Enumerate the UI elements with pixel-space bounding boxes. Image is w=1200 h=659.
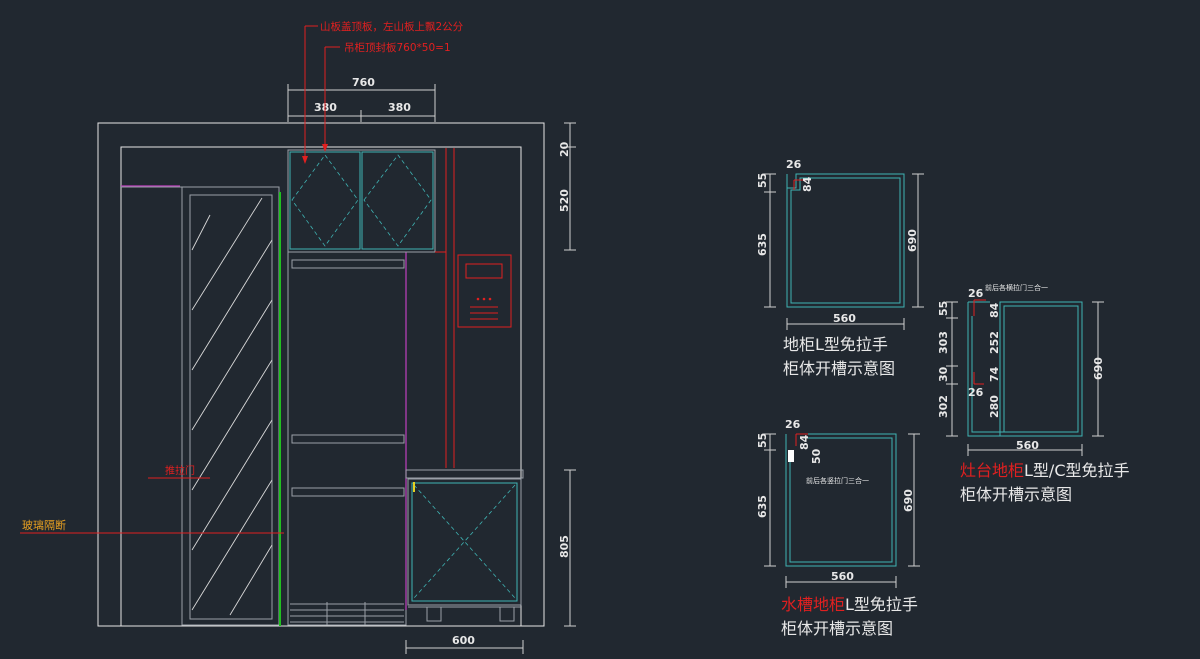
elevation-dimensions [287, 84, 576, 654]
fig3-dim-635: 635 [756, 495, 769, 518]
column-lines [435, 148, 455, 468]
fig2-dim-280: 280 [988, 395, 1001, 418]
fig2-dim-252: 252 [988, 331, 1001, 354]
fig2-caption-red: 灶台地柜 [960, 461, 1024, 480]
tall-cabinet [287, 251, 407, 626]
fig3-sink-base: 26 55 84 50 635 690 前后各竖拉门三合一 560 水槽地柜L型… [756, 418, 920, 638]
fig3-dim-84: 84 [798, 434, 811, 450]
fig2-stove-base: 前后各横拉门三合一 26 55 84 303 252 30 74 26 302 … [937, 283, 1130, 504]
fig2-note: 前后各横拉门三合一 [985, 283, 1048, 292]
fig1-dim-84: 84 [801, 176, 814, 192]
fig3-dim-690: 690 [902, 489, 915, 512]
fig1-dim-690: 690 [906, 229, 919, 252]
fig2-dim-30: 30 [937, 366, 950, 382]
fig3-caption-red: 水槽地柜 [781, 595, 845, 614]
sliding-door [121, 186, 280, 626]
dim-half-left: 380 [314, 101, 337, 114]
fig1-l-type-base: 26 84 55 635 690 560 地柜L型免拉手 柜体开槽示意图 [756, 158, 924, 378]
fig3-dim-560: 560 [831, 570, 854, 583]
dim-total-width: 760 [352, 76, 375, 89]
fig3-dim-26: 26 [785, 418, 801, 431]
base-cabinet [405, 469, 524, 622]
fig2-dim-302: 302 [937, 395, 950, 418]
note-glass-partition: 玻璃隔断 [22, 518, 66, 532]
dim-base-height: 805 [558, 535, 571, 558]
dim-upper-height: 520 [558, 189, 571, 212]
fig1-dim-26: 26 [786, 158, 802, 171]
fig3-note: 前后各竖拉门三合一 [806, 476, 869, 485]
fig2-dim-560: 560 [1016, 439, 1039, 452]
fig3-caption-line1: 水槽地柜L型免拉手 [781, 595, 918, 614]
fig2-dim-303: 303 [937, 331, 950, 354]
inner-outline [120, 146, 522, 626]
fig2-dim-690: 690 [1092, 357, 1105, 380]
fig1-dim-55: 55 [756, 173, 769, 188]
fig2-dim-55: 55 [937, 301, 950, 316]
fig3-caption-white: L型免拉手 [845, 595, 918, 614]
fig2-dim-26-top: 26 [968, 287, 984, 300]
fig1-dim-635: 635 [756, 233, 769, 256]
note-side-panel: 山板盖顶板，左山板上飘2公分 [320, 20, 464, 33]
note-top-panel: 吊柜顶封板760*50=1 [344, 41, 451, 54]
fig3-dim-50: 50 [810, 448, 823, 464]
fig2-caption-line1: 灶台地柜L型/C型免拉手 [960, 461, 1130, 480]
fig1-dim-560: 560 [833, 312, 856, 325]
room-outline [97, 122, 545, 627]
wall-cabinet [287, 149, 436, 253]
annotation-leaders [20, 25, 340, 534]
fig2-caption-white: L型/C型免拉手 [1024, 461, 1129, 480]
kitchen-elevation: 760 380 380 20 520 805 600 山板盖顶板，左山板上飘2公… [20, 20, 576, 654]
fig2-dim-84: 84 [988, 302, 1001, 318]
fig1-caption-line1: 地柜L型免拉手 [783, 335, 888, 354]
fig3-dim-55: 55 [756, 433, 769, 448]
dim-top-gap: 20 [558, 141, 571, 157]
dim-half-right: 380 [388, 101, 411, 114]
fig3-slot-mark [788, 450, 794, 462]
dim-base-width: 600 [452, 634, 475, 647]
fig2-caption-line2: 柜体开槽示意图 [960, 485, 1072, 504]
note-sliding-door: 推拉门 [165, 464, 195, 477]
fig3-caption-line2: 柜体开槽示意图 [781, 619, 893, 638]
control-panel [457, 254, 512, 328]
fig2-dim-26-mid: 26 [968, 386, 984, 399]
fig2-dim-74: 74 [988, 366, 1001, 382]
fig1-caption-line2: 柜体开槽示意图 [783, 359, 895, 378]
